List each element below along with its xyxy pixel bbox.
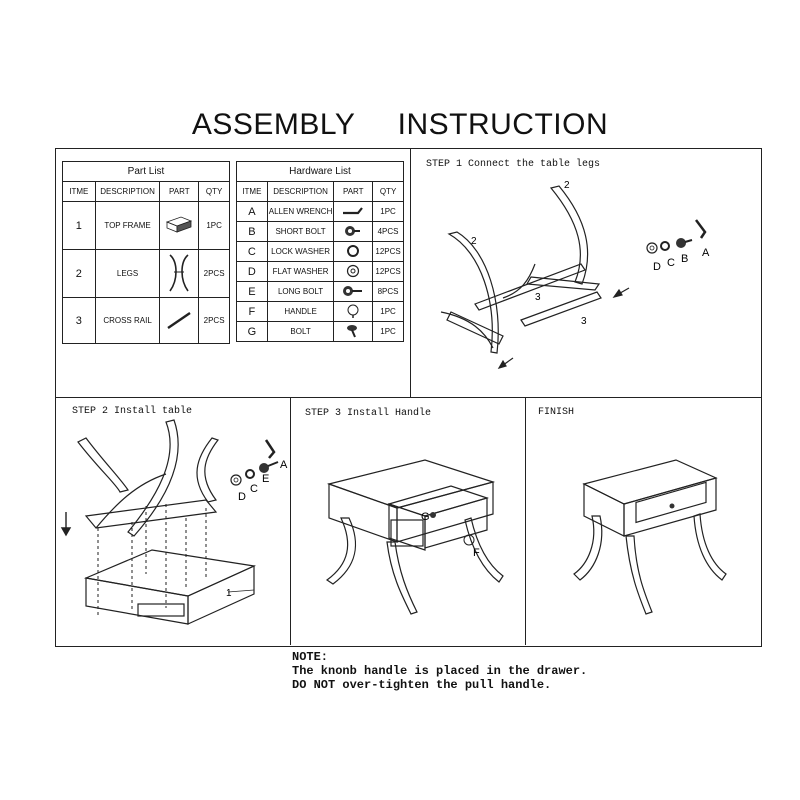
item-qty: 12PCS bbox=[372, 241, 404, 262]
short-bolt-icon bbox=[345, 225, 361, 236]
item-id: C bbox=[236, 241, 268, 262]
callout-a: A bbox=[702, 247, 710, 259]
step1-label: STEP 1 Connect the table legs bbox=[426, 159, 601, 170]
part-list-header: DESCRIPTION bbox=[94, 181, 161, 202]
note-line: The knonb handle is placed in the drawer… bbox=[292, 664, 588, 678]
note-block: NOTE: The knonb handle is placed in the … bbox=[292, 650, 587, 692]
item-id: 1 bbox=[62, 201, 96, 250]
item-qty: 12PCS bbox=[372, 261, 404, 282]
item-id: A bbox=[236, 201, 268, 222]
item-qty: 2PCS bbox=[198, 297, 230, 344]
item-description: TOP FRAME bbox=[94, 201, 161, 250]
callout-leg-left: 2 bbox=[471, 236, 477, 247]
item-description: LOCK WASHER bbox=[266, 241, 335, 262]
item-id: 3 bbox=[62, 297, 96, 344]
item-qty: 4PCS bbox=[372, 221, 404, 242]
allen-wrench-icon bbox=[343, 206, 364, 214]
item-qty: 1PC bbox=[372, 201, 404, 222]
lock-washer-icon bbox=[347, 244, 360, 257]
handle-icon bbox=[347, 304, 359, 318]
step1-illustration: 2 2 3 3 D C B A bbox=[440, 180, 710, 369]
long-bolt-icon bbox=[343, 285, 363, 296]
hardware-list-table: Hardware List ITME DESCRIPTION PART QTY … bbox=[236, 161, 404, 342]
finish-label: FINISH bbox=[538, 407, 575, 418]
callout-b: B bbox=[681, 253, 688, 265]
part-image bbox=[159, 297, 200, 344]
row-divider bbox=[55, 397, 761, 398]
item-description: LEGS bbox=[94, 249, 161, 298]
callout-c: C bbox=[250, 483, 258, 495]
callout-d: D bbox=[653, 261, 661, 273]
item-qty: 1PC bbox=[198, 201, 230, 250]
cross-rail-icon bbox=[167, 311, 191, 329]
item-description: SHORT BOLT bbox=[266, 221, 335, 242]
item-id: 2 bbox=[62, 249, 96, 298]
table-row: E LONG BOLT 8PCS bbox=[236, 281, 404, 302]
table-row: A ALLEN WRENCH 1PC bbox=[236, 201, 404, 222]
part-list-header: QTY bbox=[198, 181, 230, 202]
hardware-list-header: PART bbox=[333, 181, 374, 202]
part-image bbox=[159, 201, 200, 250]
item-id: B bbox=[236, 221, 268, 242]
note-heading: NOTE: bbox=[292, 650, 329, 664]
part-list-caption: Part List bbox=[62, 161, 230, 182]
item-id: D bbox=[236, 261, 268, 282]
hardware-list-header: ITME bbox=[236, 181, 268, 202]
callout-g: G bbox=[421, 511, 430, 523]
item-description: HANDLE bbox=[266, 301, 335, 322]
part-list-header: ITME bbox=[62, 181, 96, 202]
table-row: 3 CROSS RAIL 2PCS bbox=[62, 297, 230, 344]
legs-icon bbox=[169, 253, 189, 291]
table-row: C LOCK WASHER 12PCS bbox=[236, 241, 404, 262]
hardware-list-header: DESCRIPTION bbox=[266, 181, 335, 202]
bolt-icon bbox=[347, 324, 358, 337]
item-id: G bbox=[236, 321, 268, 342]
hardware-list-header: QTY bbox=[372, 181, 404, 202]
item-id: F bbox=[236, 301, 268, 322]
finish-illustration bbox=[573, 459, 727, 615]
item-qty: 8PCS bbox=[372, 281, 404, 302]
column-divider-top bbox=[410, 148, 411, 397]
hardware-list-caption: Hardware List bbox=[236, 161, 404, 182]
item-qty: 1PC bbox=[372, 301, 404, 322]
item-description: FLAT WASHER bbox=[266, 261, 335, 282]
item-description: ALLEN WRENCH bbox=[266, 201, 335, 222]
item-description: LONG BOLT bbox=[266, 281, 335, 302]
column-divider-step3 bbox=[525, 397, 526, 645]
callout-c: C bbox=[667, 257, 675, 269]
part-list-table: Part List ITME DESCRIPTION PART QTY 1 TO… bbox=[62, 161, 230, 344]
part-list-header: PART bbox=[159, 181, 200, 202]
item-description: BOLT bbox=[266, 321, 335, 342]
table-row: D FLAT WASHER 12PCS bbox=[236, 261, 404, 282]
step2-illustration: 1 D C E A bbox=[60, 419, 288, 625]
item-description: CROSS RAIL bbox=[94, 297, 161, 344]
callout-rail-b: 3 bbox=[581, 316, 587, 327]
item-qty: 2PCS bbox=[198, 249, 230, 298]
step2-label: STEP 2 Install table bbox=[72, 406, 193, 417]
table-row: G BOLT 1PC bbox=[236, 321, 404, 342]
callout-d: D bbox=[238, 491, 246, 503]
callout-top-frame: 1 bbox=[226, 588, 232, 599]
step3-illustration: G F bbox=[325, 459, 504, 615]
page-title: ASSEMBLY INSTRUCTION bbox=[191, 108, 609, 141]
table-row: 1 TOP FRAME 1PC bbox=[62, 201, 230, 250]
note-line: DO NOT over-tighten the pull handle. bbox=[292, 678, 552, 692]
column-divider-step2 bbox=[290, 397, 291, 645]
callout-leg-right: 2 bbox=[564, 180, 570, 191]
table-row: F HANDLE 1PC bbox=[236, 301, 404, 322]
flat-washer-icon bbox=[347, 264, 360, 277]
table-row: B SHORT BOLT 4PCS bbox=[236, 221, 404, 242]
callout-f: F bbox=[473, 547, 480, 559]
callout-rail-a: 3 bbox=[535, 292, 541, 303]
item-qty: 1PC bbox=[372, 321, 404, 342]
callout-e: E bbox=[262, 473, 269, 485]
step3-label: STEP 3 Install Handle bbox=[305, 408, 432, 419]
top-frame-icon bbox=[166, 216, 193, 233]
table-row: 2 LEGS 2PCS bbox=[62, 249, 230, 298]
part-image bbox=[159, 249, 200, 298]
item-id: E bbox=[236, 281, 268, 302]
callout-a: A bbox=[280, 459, 288, 471]
